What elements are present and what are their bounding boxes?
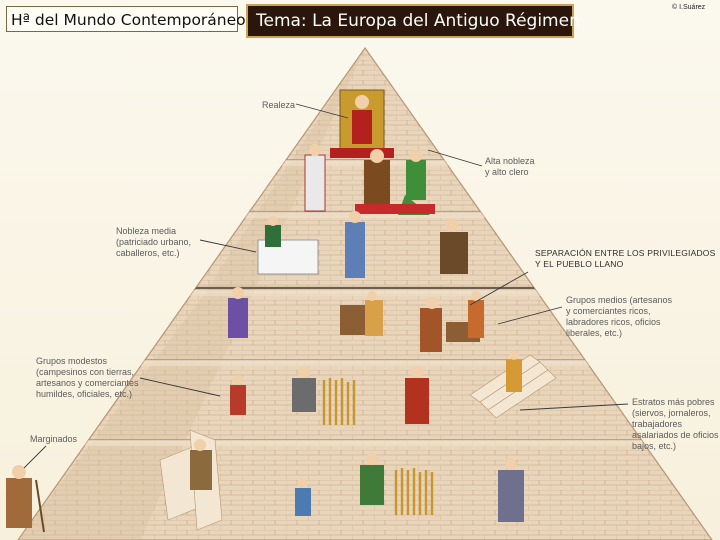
subject-title: Hª del Mundo Contemporáneo xyxy=(6,6,246,32)
label-alta-nobleza-line: Alta nobleza xyxy=(485,156,535,166)
label-grupos-medios: Grupos medios (artesanos y comerciantes … xyxy=(566,295,672,339)
label-grupos-modestos: Grupos modestos (campesinos con tierras,… xyxy=(36,356,139,400)
label-nobleza-media: Nobleza media (patriciado urbano, caball… xyxy=(116,226,191,259)
topic-title: Tema: La Europa del Antiguo Régimen xyxy=(246,4,580,38)
label-estratos-pobres-line: trabajadores xyxy=(632,419,683,429)
label-grupos-medios-line: liberales, etc.) xyxy=(566,328,623,338)
label-grupos-modestos-line: (campesinos con tierras, xyxy=(36,367,135,377)
label-estratos-pobres-line: (siervos, jornaleros, xyxy=(632,408,711,418)
label-estratos-pobres-line: Estratos más pobres xyxy=(632,397,715,407)
label-nobleza-media-line: Nobleza media xyxy=(116,226,177,236)
label-nobleza-media-line: caballeros, etc.) xyxy=(116,248,180,258)
social-pyramid-illustration xyxy=(6,46,713,540)
label-marginados: Marginados xyxy=(30,434,78,444)
label-grupos-modestos-line: Grupos modestos xyxy=(36,356,108,366)
credit-text: © I.Suárez xyxy=(672,4,706,11)
label-separacion-line: SEPARACIÓN ENTRE LOS PRIVILEGIADOS xyxy=(535,248,716,258)
label-grupos-medios-line: Grupos medios (artesanos xyxy=(566,295,673,305)
label-realeza: Realeza xyxy=(262,100,296,110)
label-grupos-medios-line: labradores ricos, oficios xyxy=(566,317,661,327)
label-estratos-pobres: Estratos más pobres (siervos, jornaleros… xyxy=(632,397,719,452)
label-grupos-modestos-line: artesanos y comerciantes xyxy=(36,378,139,388)
label-alta-nobleza-line: y alto clero xyxy=(485,167,529,177)
label-estratos-pobres-line: asalariados de oficios xyxy=(632,430,719,440)
label-alta-nobleza: Alta nobleza y alto clero xyxy=(485,156,535,178)
label-grupos-modestos-line: humildes, oficiales, etc.) xyxy=(36,389,133,399)
label-leader-lines xyxy=(23,103,629,469)
pyramid-figures xyxy=(6,89,524,533)
label-estratos-pobres-line: bajos, etc.) xyxy=(632,441,677,451)
label-grupos-medios-line: y comerciantes ricos, xyxy=(566,306,651,316)
label-separacion-line: Y EL PUEBLO LLANO xyxy=(535,259,624,269)
label-separacion: SEPARACIÓN ENTRE LOS PRIVILEGIADOS Y EL … xyxy=(535,248,715,270)
label-nobleza-media-line: (patriciado urbano, xyxy=(116,237,192,247)
